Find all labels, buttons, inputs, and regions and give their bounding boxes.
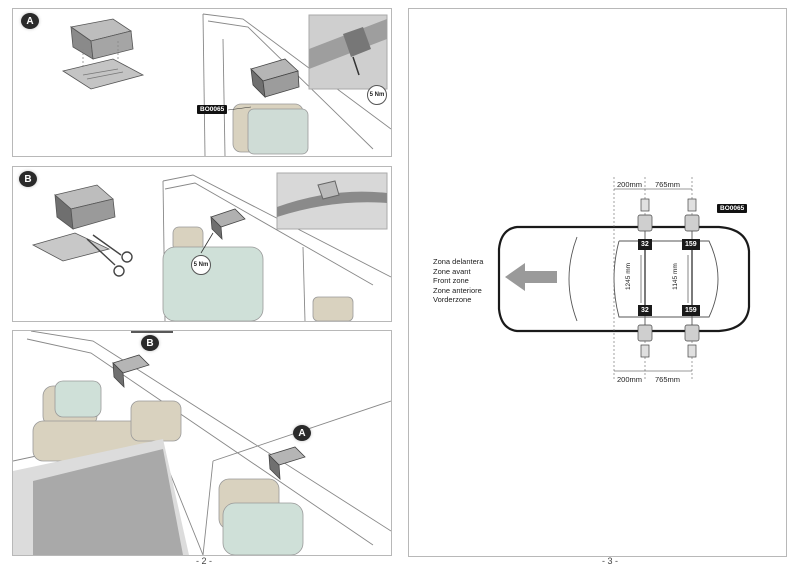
inset-photo — [276, 172, 388, 230]
panel-a: A BO0065 5 Nm — [12, 8, 392, 157]
bottom-dim-left: 200mm — [617, 375, 643, 384]
bracket-installed — [200, 208, 246, 254]
top-dim-left: 200mm — [617, 180, 643, 189]
panel-c-illustration — [13, 331, 391, 555]
panel-a-illustration — [61, 13, 391, 156]
tag-rear-bottom: 159 — [682, 305, 700, 316]
bracket-front — [112, 354, 150, 389]
tag-front-bottom: 32 — [638, 305, 652, 316]
panel-a-badge: A — [21, 13, 39, 29]
panel-a-torque-label: 5 Nm — [367, 85, 387, 105]
car-outline — [497, 225, 751, 333]
front-arrow — [505, 263, 557, 291]
tag-rear-top: 159 — [682, 239, 700, 250]
panel-c: B A — [12, 330, 392, 556]
tag-front-top: 32 — [638, 239, 652, 250]
right-page: Zona delantera Zone avant Front zone Zon… — [408, 8, 787, 557]
bracket-rear — [268, 446, 306, 481]
zone-label: Zone anteriore — [433, 285, 482, 295]
bracket-exploded — [31, 184, 116, 262]
bottom-dim-right: 765mm — [655, 375, 681, 384]
right-page-number: - 3 - — [602, 556, 619, 566]
seat — [162, 226, 354, 321]
vertical-dim-right: 1145 mm — [671, 263, 679, 290]
panel-b-torque-label: 5 Nm — [191, 255, 211, 275]
bracket-exploded — [61, 18, 145, 90]
panel-b: B 5 Nm — [12, 166, 392, 322]
foot-icons — [637, 198, 700, 358]
panel-c-badge-a: A — [293, 425, 311, 441]
roof-frame — [202, 13, 391, 156]
vertical-dim-left: 1245 mm — [625, 262, 633, 291]
zone-label: Zone avant — [433, 266, 471, 276]
left-page-number: - 2 - — [196, 556, 213, 566]
rear-seat — [218, 478, 304, 555]
zone-label: Zona delantera — [433, 257, 484, 266]
seat — [232, 103, 309, 155]
panel-b-illustration — [31, 172, 391, 321]
top-dim-right: 765mm — [655, 180, 681, 189]
scissors — [86, 234, 133, 277]
inset-photo — [308, 14, 388, 90]
panel-a-code-label: BO0065 — [197, 105, 228, 114]
crossbars — [644, 243, 693, 311]
bracket-installed — [250, 58, 300, 99]
dimension-lines — [614, 188, 692, 372]
zone-label: Vorderzone — [433, 295, 472, 305]
zone-labels: Zona delantera Zone avant Front zone Zon… — [433, 257, 483, 305]
panel-c-badge-b: B — [141, 335, 159, 351]
dark-panel — [13, 439, 189, 555]
panel-b-badge: B — [19, 171, 37, 187]
right-code-label: BO0065 — [717, 204, 748, 213]
zone-label: Front zone — [433, 276, 469, 286]
car-top-view-diagram — [497, 177, 751, 381]
